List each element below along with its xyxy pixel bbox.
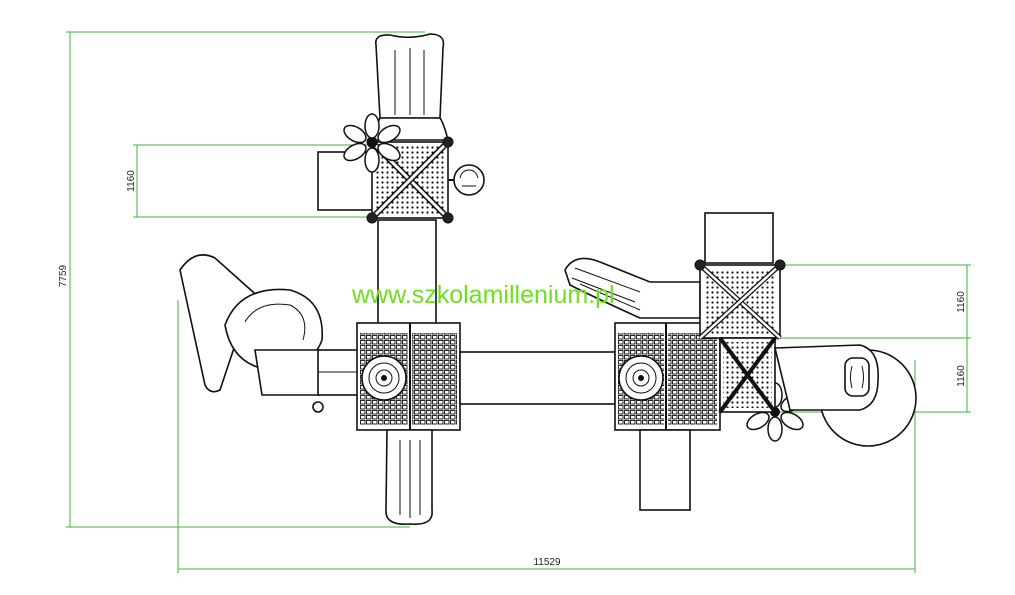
dimension-label-width: 11529 bbox=[533, 557, 561, 568]
steering-wheel bbox=[448, 164, 485, 196]
top-slide bbox=[370, 33, 450, 141]
left-platform bbox=[356, 322, 461, 431]
watermark-text: www.szkolamillenium.pl bbox=[352, 281, 615, 309]
dimension-label-depth: 7759 bbox=[58, 264, 69, 287]
snowflake-decoration-left bbox=[343, 113, 401, 173]
right-tower-deck bbox=[694, 259, 786, 414]
slide-down-left bbox=[385, 429, 433, 526]
climbing-net bbox=[377, 219, 437, 325]
ring-bridge bbox=[459, 351, 616, 405]
dimension-label-right-upper: 1160 bbox=[956, 291, 967, 313]
tube-slide-left bbox=[179, 254, 359, 413]
tube-slide-right bbox=[773, 344, 917, 447]
dimension-total-depth: 7759 bbox=[58, 31, 425, 528]
rock-climbing-wall bbox=[704, 212, 774, 264]
dimension-label-left-tower: 1160 bbox=[126, 170, 137, 192]
dimension-label-right-lower: 1160 bbox=[956, 365, 967, 387]
ladder bbox=[639, 429, 691, 511]
right-platform bbox=[614, 322, 721, 431]
